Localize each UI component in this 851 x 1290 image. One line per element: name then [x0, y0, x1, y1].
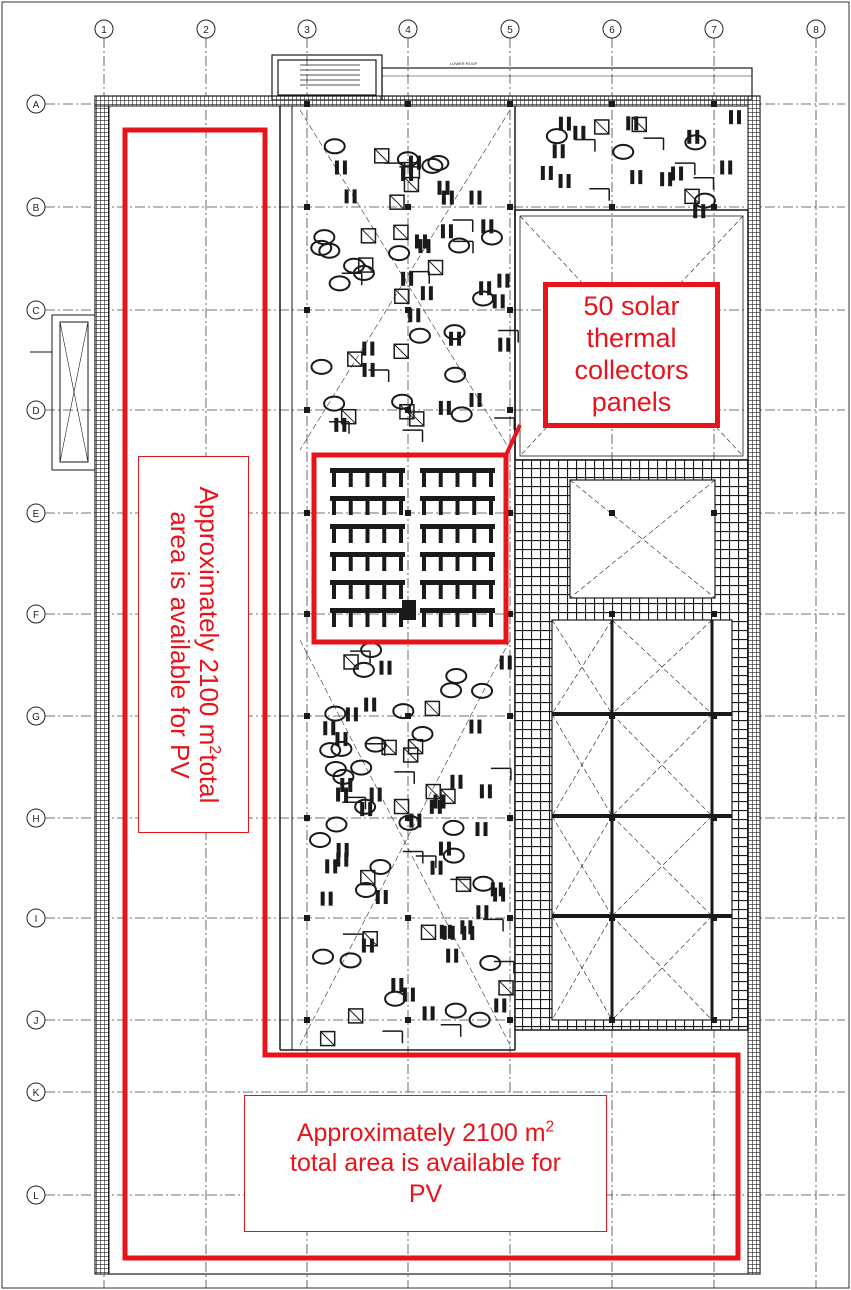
grid-label-row-F: F — [33, 610, 39, 621]
grid-bubbles: 1 2 3 4 5 6 7 8A B C D E F G H I J K L — [26, 19, 826, 1205]
grid-label-row-H: H — [32, 814, 39, 825]
grid-bubble-col-8 — [806, 19, 826, 39]
grid-bubble-row-B — [26, 197, 46, 217]
pv-side-line2: area is available for PV — [164, 510, 195, 779]
grid-bubble-row-E — [26, 503, 46, 523]
lower-roof-label: LOWER ROOF — [450, 61, 478, 66]
pv-area-outline — [122, 127, 741, 1261]
pv-bottom-label-box: Approximately 2100 m2 total area is avai… — [244, 1095, 607, 1232]
grid-bubble-row-G — [26, 706, 46, 726]
grid-label-col-2: 2 — [203, 25, 209, 36]
grid-label-row-K: K — [33, 1088, 40, 1099]
pv-side-text: Approximately 2100 m2total area is avail… — [164, 456, 224, 833]
grid-bubble-row-K — [26, 1082, 46, 1102]
annotation-outlines — [122, 127, 741, 1261]
solar-thermal-line4: panels — [591, 386, 672, 417]
grid-label-col-3: 3 — [304, 25, 310, 36]
grid-label-row-J: J — [34, 1016, 39, 1027]
grid-label-row-L: L — [33, 1191, 39, 1202]
pv-bottom-line2: total area is available for — [290, 1149, 561, 1178]
grid-label-col-7: 7 — [711, 25, 717, 36]
pv-bottom-line3: PV — [408, 1179, 443, 1208]
grid-bubble-col-1 — [94, 19, 114, 39]
solar-thermal-line3: collectors — [574, 355, 689, 385]
pv-side-line1: Approximately 2100 m2total — [193, 486, 224, 803]
solar-thermal-line1: 50 solar — [583, 291, 680, 322]
grid-bubble-row-I — [26, 908, 46, 928]
grid-bubble-row-A — [26, 94, 46, 114]
grid-label-row-A: A — [33, 100, 40, 111]
grid-bubble-row-F — [26, 604, 46, 624]
grid-bubble-col-4 — [398, 19, 418, 39]
grid-label-col-4: 4 — [405, 25, 411, 36]
pv-bottom-line1: Approximately 2100 m2 — [296, 1118, 555, 1147]
solar-collector-rows — [330, 468, 495, 627]
solar-thermal-line2: thermal — [586, 323, 677, 354]
grid-bubble-row-H — [26, 808, 46, 828]
solar-thermal-text: 50 solar thermal collectors panels — [574, 291, 688, 418]
grid-label-row-E: E — [33, 509, 40, 520]
grid-label-row-G: G — [32, 712, 40, 723]
grid-bubble-row-J — [26, 1010, 46, 1030]
grid-label-row-B: B — [33, 203, 40, 214]
grid-label-col-1: 1 — [101, 25, 107, 36]
pv-side-label-box: Approximately 2100 m2total area is avail… — [138, 456, 249, 833]
grid-bubble-col-7 — [704, 19, 724, 39]
mesh-panels — [551, 479, 733, 1021]
grid-bubble-col-6 — [602, 19, 622, 39]
mechanical-equipment — [304, 101, 741, 1047]
grid-label-row-D: D — [32, 406, 39, 417]
solar-thermal-outline — [311, 452, 509, 645]
grid-bubble-row-L — [26, 1185, 46, 1205]
grid-label-col-6: 6 — [609, 25, 615, 36]
grid-label-col-8: 8 — [813, 25, 819, 36]
grid-bubble-row-D — [26, 400, 46, 420]
grid-label-row-I: I — [35, 914, 38, 925]
callout-leader — [504, 424, 522, 456]
left-canopy — [30, 314, 96, 471]
grid-bubble-col-3 — [297, 19, 317, 39]
building-walls — [94, 95, 761, 1275]
solar-thermal-callout: 50 solar thermal collectors panels — [543, 282, 720, 428]
stair-core — [271, 54, 753, 101]
grid-bubble-row-C — [26, 300, 46, 320]
pv-bottom-text: Approximately 2100 m2 total area is avai… — [290, 1118, 561, 1210]
grid-bubble-col-5 — [500, 19, 520, 39]
grid-label-col-5: 5 — [507, 25, 513, 36]
grid-bubble-col-2 — [196, 19, 216, 39]
grid-label-row-C: C — [32, 306, 39, 317]
